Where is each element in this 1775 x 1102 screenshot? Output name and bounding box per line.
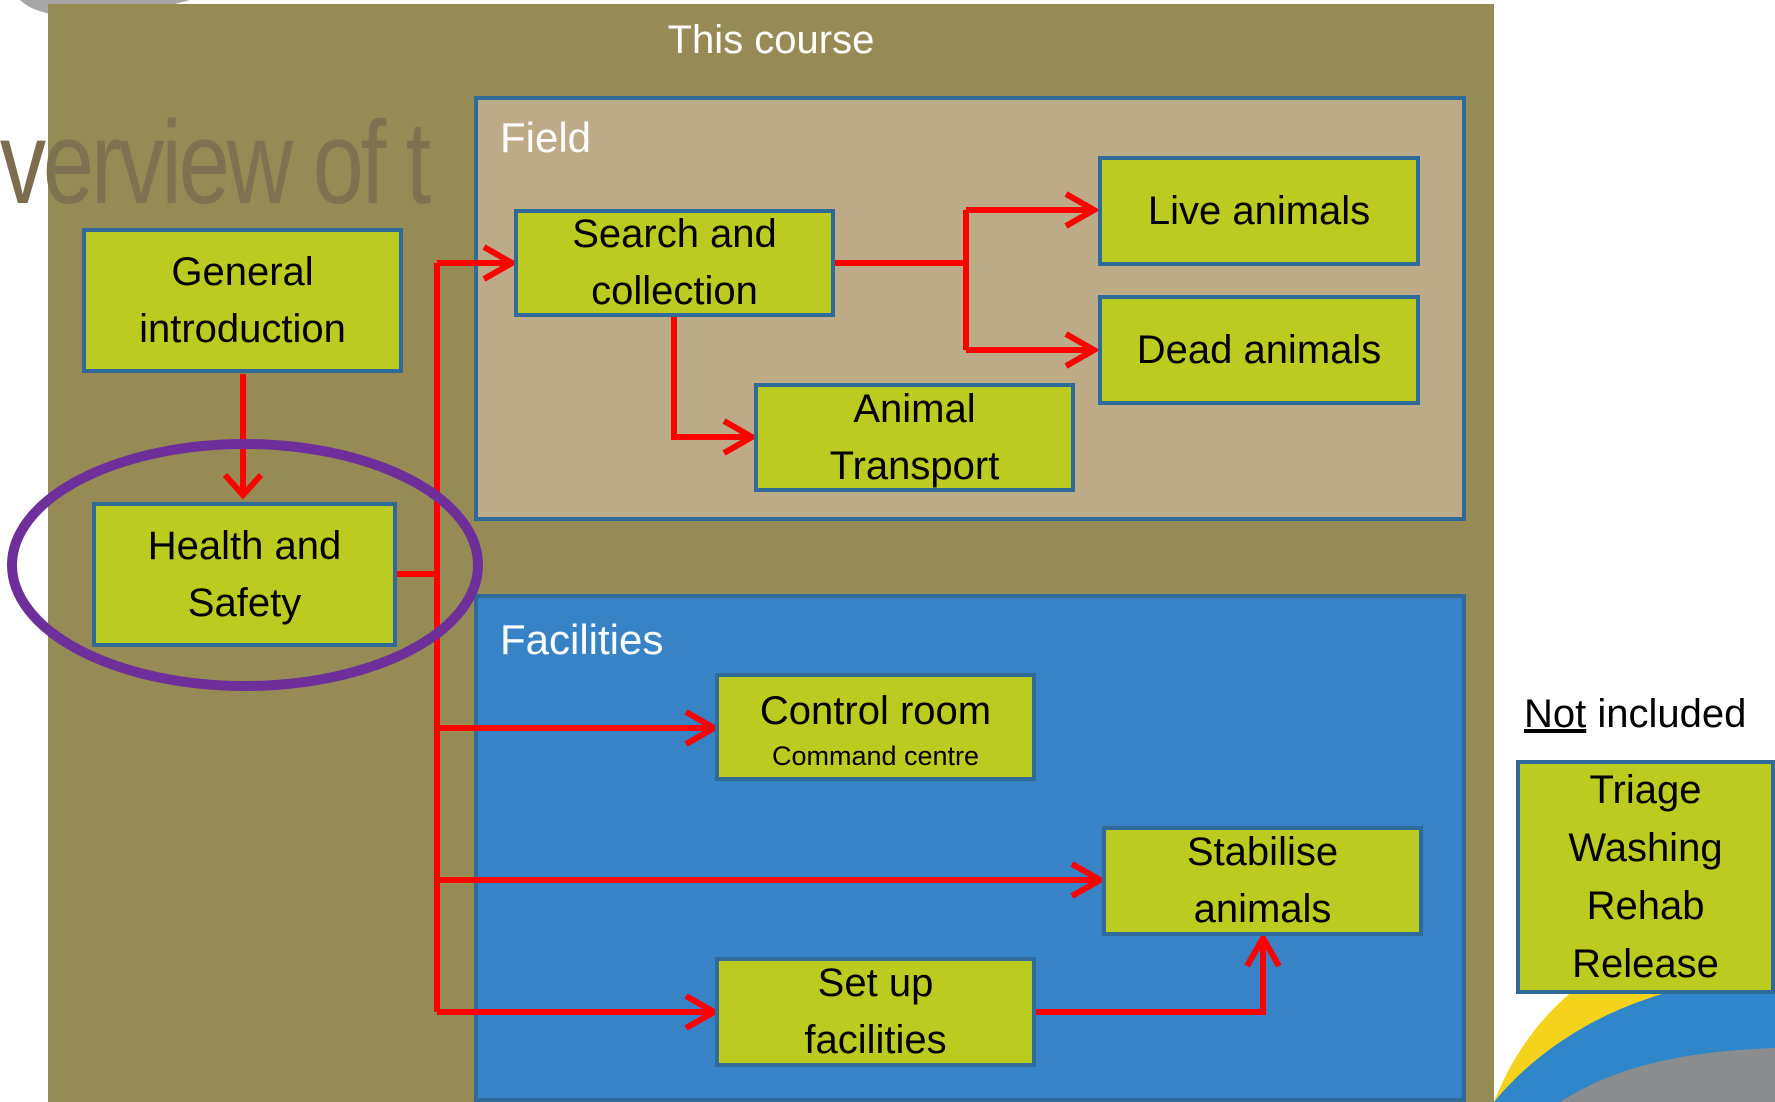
dead-animals-box: Dead animals	[1098, 295, 1420, 405]
set-up-facilities-line1: Set up	[817, 961, 934, 1005]
not-included-item: Rehab	[1586, 884, 1705, 928]
field-label: Field	[500, 114, 592, 161]
set-up-facilities-line2: facilities	[804, 1018, 947, 1062]
control-room-label: Control room	[759, 688, 992, 733]
set-up-facilities-box: Set up facilities	[715, 957, 1036, 1067]
control-room-sublabel: Command centre	[771, 740, 980, 771]
search-and-collection-box: Search and collection	[514, 209, 835, 317]
search-and-collection-line1: Search and	[572, 212, 777, 256]
general-introduction-box: General introduction	[82, 228, 403, 373]
not-included-underlined: Not	[1524, 692, 1587, 736]
facilities-label: Facilities	[500, 616, 664, 663]
slide-title-overlay: verview of t	[0, 97, 431, 229]
control-room-box: Control room Command centre	[715, 673, 1036, 781]
general-introduction-line1: General	[171, 249, 314, 294]
not-included-label: Not included	[1524, 692, 1746, 737]
stabilise-animals-line1: Stabilise	[1186, 830, 1339, 874]
health-and-safety-box: Health and Safety	[92, 502, 397, 647]
dead-animals-label: Dead animals	[1136, 327, 1382, 372]
not-included-rest: included	[1586, 692, 1747, 736]
animal-transport-line1: Animal	[853, 386, 976, 431]
live-animals-box: Live animals	[1098, 156, 1420, 266]
not-included-item: Washing	[1568, 826, 1723, 870]
not-included-box: Triage Washing Rehab Release	[1516, 760, 1775, 994]
arrow-setup-to-stabilise	[1036, 938, 1266, 1015]
not-included-item: Triage	[1589, 768, 1702, 812]
stabilise-animals-box: Stabilise animals	[1102, 826, 1423, 936]
not-included-item: Release	[1572, 942, 1719, 986]
health-and-safety-line2: Safety	[187, 580, 302, 625]
arrow-to-transport	[671, 316, 752, 440]
course-title: This course	[667, 18, 875, 62]
stabilise-animals-line2: animals	[1193, 887, 1332, 931]
live-animals-label: Live animals	[1147, 188, 1371, 233]
animal-transport-box: Animal Transport	[754, 383, 1075, 492]
health-and-safety-line1: Health and	[147, 523, 342, 568]
animal-transport-line2: Transport	[829, 443, 1000, 488]
search-and-collection-line2: collection	[591, 269, 758, 313]
general-introduction-line2: introduction	[139, 306, 346, 351]
